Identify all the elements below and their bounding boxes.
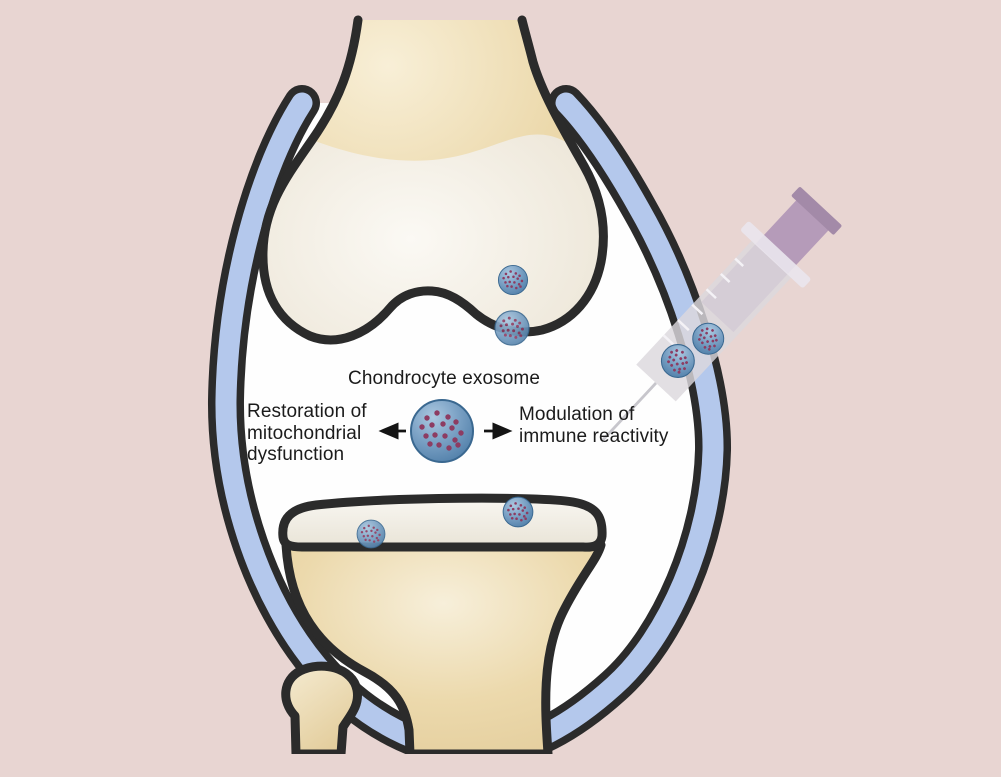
femur-cartilage <box>262 108 604 340</box>
fibula-bone <box>281 661 362 754</box>
exosome-icon-femur-upper <box>497 264 529 296</box>
right-effect-line1: Modulation of <box>519 404 635 425</box>
syringe-flange <box>741 221 811 288</box>
exosome-icon-femur-lower <box>494 310 530 346</box>
exosome-icon-central <box>410 399 474 463</box>
left-effect-line1: Restoration of <box>247 401 367 422</box>
right-effect-line2: immune reactivity <box>519 425 669 447</box>
left-effect-label: Restoration of mitochondrial dysfunction <box>247 401 367 466</box>
syringe-graduations <box>662 257 745 347</box>
tibia-cartilage-plateau <box>278 493 607 552</box>
syringe-handle <box>791 187 842 235</box>
exosome-icon-tibia-left <box>356 519 386 549</box>
syringe-icon <box>600 187 842 443</box>
right-effect-label: Modulation of immune reactivity <box>519 404 669 447</box>
syringe-needle <box>600 382 658 443</box>
exosome-icon-tibia-right <box>502 496 534 528</box>
center-label: Chondrocyte exosome <box>348 368 541 389</box>
left-effect-line2: mitochondrial <box>247 422 362 444</box>
left-effect-line3: dysfunction <box>247 444 345 465</box>
